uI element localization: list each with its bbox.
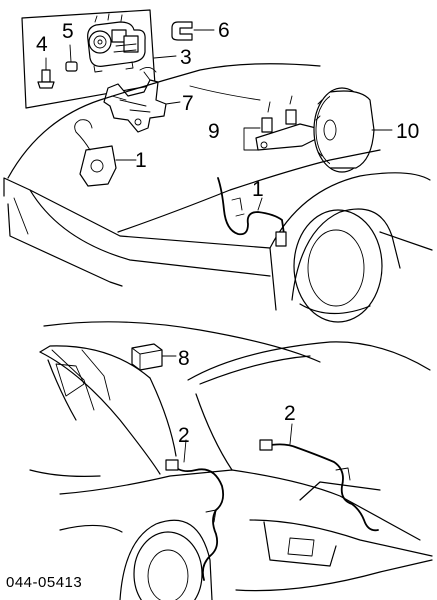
speed-sensor-front bbox=[74, 119, 137, 187]
rear-car-body bbox=[29, 321, 433, 600]
clip-part-6 bbox=[171, 21, 215, 41]
speed-sensor-wire-rear-right bbox=[259, 423, 379, 532]
callout-10: 10 bbox=[396, 120, 419, 143]
figure-code: 044-05413 bbox=[6, 574, 83, 591]
callout-6: 6 bbox=[218, 19, 230, 42]
speed-sensor-wire-rear-left bbox=[165, 439, 225, 581]
control-module-part-8 bbox=[131, 343, 177, 371]
callout-1-upper: 1 bbox=[135, 149, 147, 172]
front-car-body bbox=[3, 63, 433, 323]
callout-9: 9 bbox=[208, 120, 220, 143]
master-cylinder bbox=[243, 95, 319, 151]
bracket-part-7 bbox=[103, 67, 181, 133]
callout-1-lower: 1 bbox=[252, 178, 264, 201]
callout-7: 7 bbox=[182, 92, 194, 115]
relay-part-4 bbox=[37, 57, 55, 89]
callout-2-right: 2 bbox=[284, 402, 296, 425]
callout-4: 4 bbox=[36, 33, 48, 56]
brake-booster bbox=[313, 87, 393, 173]
abs-actuator-inset bbox=[21, 9, 177, 109]
callout-8: 8 bbox=[178, 347, 190, 370]
callout-5: 5 bbox=[62, 20, 74, 43]
abs-actuator bbox=[87, 13, 146, 73]
callout-3: 3 bbox=[180, 46, 192, 69]
callout-2-left: 2 bbox=[178, 424, 190, 447]
speed-sensor-wire-front bbox=[217, 177, 287, 247]
bushing-part-5 bbox=[65, 44, 78, 72]
